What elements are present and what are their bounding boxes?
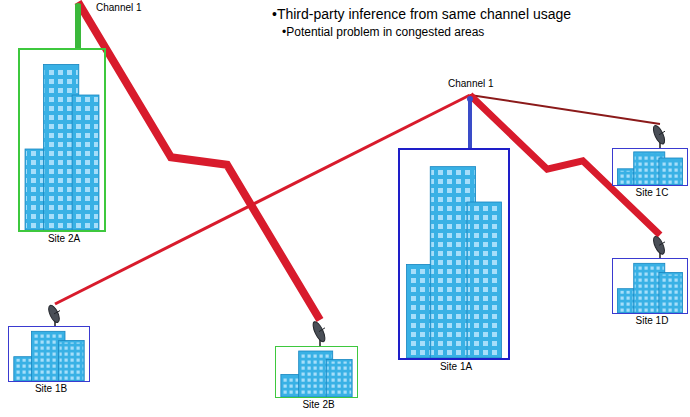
- building-svg: [613, 149, 687, 185]
- building-svg: [613, 259, 687, 313]
- site-building: Site 2A: [18, 2, 110, 245]
- dish-antenna: [311, 320, 327, 346]
- site-outline: [275, 346, 358, 398]
- building-illustration: [281, 351, 352, 397]
- channel-label: Channel 1: [448, 78, 494, 90]
- building-illustration: [25, 64, 99, 230]
- antenna-tip: [75, 3, 81, 9]
- antenna-mast: [468, 97, 472, 148]
- building-illustration: [617, 152, 682, 185]
- antenna-illustration: [275, 320, 358, 346]
- site-outline: [612, 258, 688, 314]
- antenna-illustration: [612, 124, 688, 148]
- antenna-illustration: [612, 235, 688, 258]
- site-building: Site 1C: [612, 124, 690, 199]
- building-svg: [400, 150, 508, 358]
- building-svg: [276, 347, 357, 397]
- site-label: Site 2A: [18, 232, 110, 245]
- site-label: Site 2B: [275, 398, 362, 411]
- site-building: Site 1B: [8, 304, 94, 395]
- antenna-illustration: [398, 95, 510, 148]
- building-illustration: [14, 331, 84, 381]
- site-outline: [612, 148, 688, 186]
- site-label: Site 1A: [398, 360, 514, 373]
- dish-antenna: [651, 235, 666, 258]
- antenna-illustration: [8, 304, 90, 326]
- channel-label: Channel 1: [96, 2, 142, 14]
- building-svg: [9, 327, 89, 381]
- dish-antenna: [46, 304, 61, 326]
- site-outline: [18, 48, 106, 232]
- site-building: Site 2B: [275, 320, 362, 411]
- site-label: Site 1B: [8, 382, 94, 395]
- site-outline: [398, 148, 510, 360]
- site-label: Site 1D: [612, 314, 690, 327]
- building-illustration: [406, 167, 501, 358]
- site-label: Site 1C: [612, 186, 690, 199]
- antenna-illustration: [18, 2, 106, 48]
- site-building: Site 1A: [398, 95, 514, 373]
- antenna-mast: [75, 4, 81, 48]
- interference-bolt: [78, 2, 320, 320]
- site-outline: [8, 326, 90, 382]
- building-illustration: [617, 263, 682, 313]
- bullet-note: •Third-party inference from same channel…: [272, 6, 571, 23]
- bullet-note: •Potential problem in congested areas: [282, 25, 484, 39]
- antenna-tip: [467, 96, 473, 102]
- building-svg: [20, 50, 104, 230]
- dish-antenna: [651, 124, 667, 148]
- site-building: Site 1D: [612, 235, 690, 327]
